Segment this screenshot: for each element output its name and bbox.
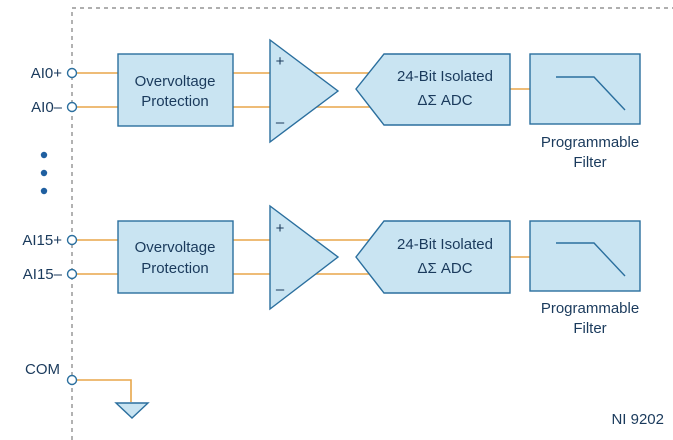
overvoltage-protection-block [117,220,234,294]
ai15-neg-label: AI15– [23,266,63,283]
adc-label-line1: 24-Bit Isolated [397,68,493,85]
amp-minus-sign: – [276,281,285,298]
ellipsis-dot [40,169,48,177]
amp-plus-sign: + [276,220,285,237]
programmable-filter-block [529,53,641,125]
com-terminal [66,374,78,386]
ai0-pos-terminal [66,67,78,79]
protection-label-line2: Protection [141,260,209,277]
ai15-pos-terminal [66,234,78,246]
amplifier-triangle [269,204,340,311]
filter-label-line1: Programmable [541,300,639,317]
filter-label-line2: Filter [573,320,606,337]
com-wire [77,379,132,402]
adc-block [355,53,511,126]
protection-label-line1: Overvoltage [135,239,216,256]
ground-icon [114,402,150,419]
ai0-neg-label: AI0– [31,99,63,116]
amp-minus-sign: – [276,114,285,131]
amp-plus-sign: + [276,53,285,70]
adc-label-line2: ΔΣ ADC [417,92,472,109]
com-label: COM [25,361,60,378]
ai15-neg-terminal [66,268,78,280]
adc-label-line1: 24-Bit Isolated [397,236,493,253]
overvoltage-protection-block [117,53,234,127]
programmable-filter-block [529,220,641,292]
channel-15: AI15+ AI15– Overvoltage Protection + – 2… [22,204,641,337]
filter-label-line2: Filter [573,154,606,171]
amplifier-triangle [269,38,340,144]
protection-label-line2: Protection [141,93,209,110]
device-label: NI 9202 [611,411,664,428]
lowpass-response-icon [556,76,626,111]
com-ground: COM [25,361,150,419]
ai15-pos-label: AI15+ [22,232,62,249]
channel-ellipsis [40,151,48,195]
ellipsis-dot [40,187,48,195]
ai0-neg-terminal [66,101,78,113]
filter-label-line1: Programmable [541,134,639,151]
adc-label-line2: ΔΣ ADC [417,260,472,277]
ellipsis-dot [40,151,48,159]
ai0-pos-label: AI0+ [31,65,63,82]
adc-block [355,220,511,294]
lowpass-response-icon [556,242,626,277]
channel-0: AI0+ AI0– Overvoltage Protection + – 24-… [31,38,641,171]
module-boundary [71,7,673,440]
protection-label-line1: Overvoltage [135,73,216,90]
